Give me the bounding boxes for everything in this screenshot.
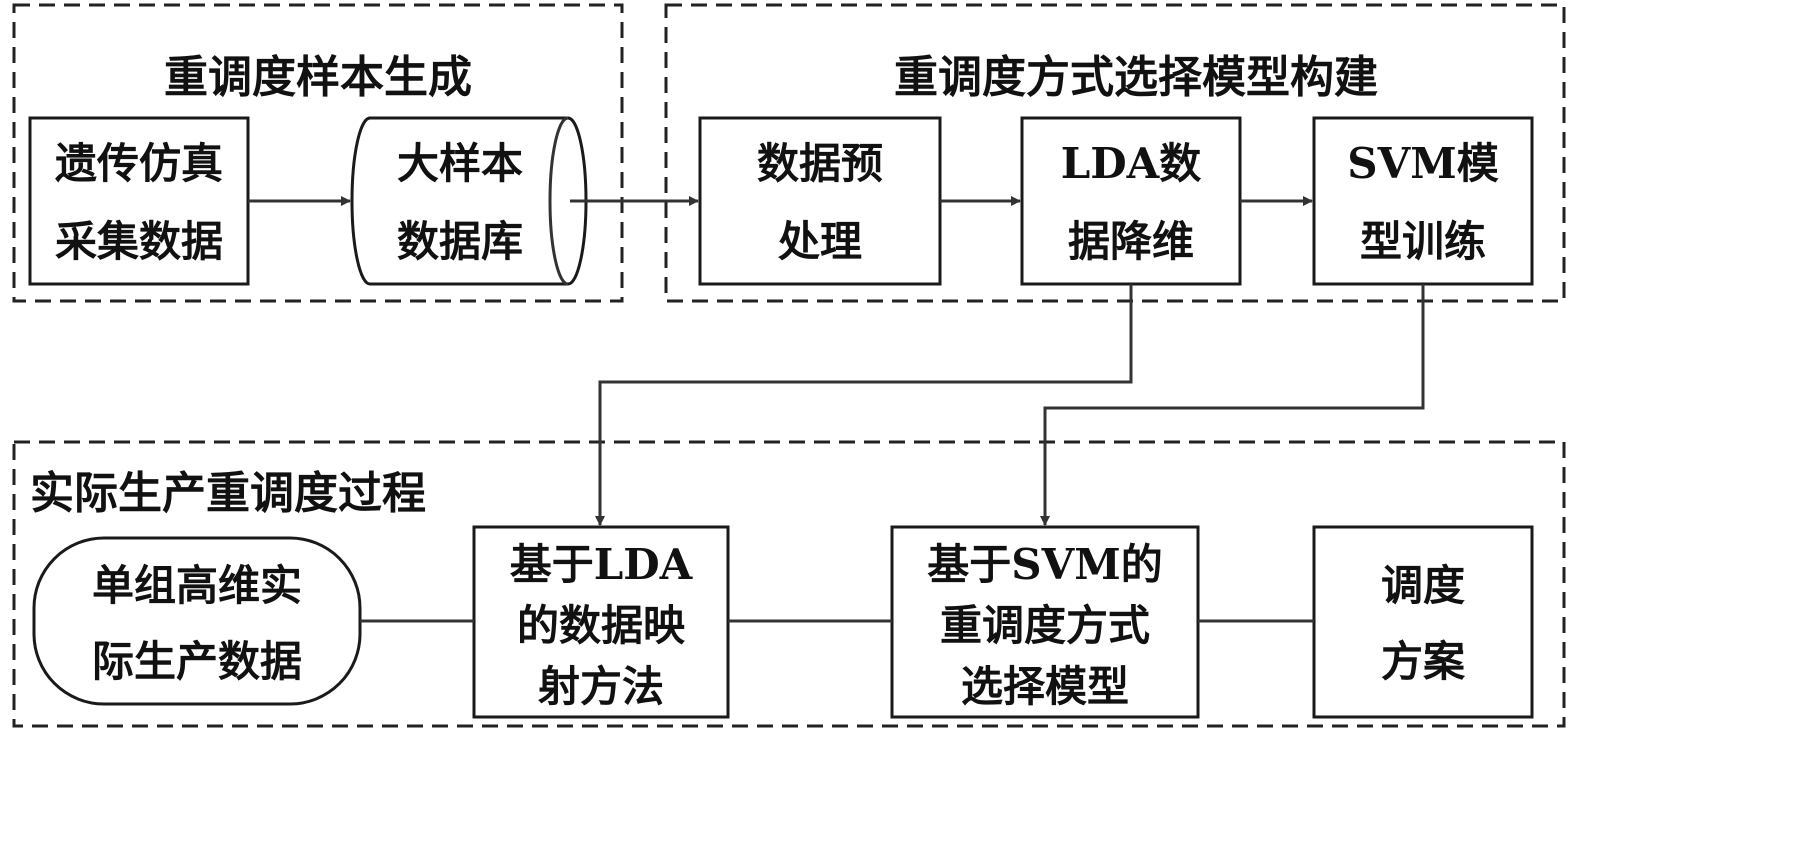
node-preprocess-line-2: 处理 bbox=[778, 217, 862, 266]
node-svm-select-box bbox=[890, 525, 1200, 719]
node-lda-mapping-box bbox=[472, 525, 730, 719]
node-svm-train-line-1: SVM模 bbox=[1347, 139, 1498, 188]
node-lda-mapping-line-2: 的数据映 bbox=[517, 601, 685, 650]
node-real-data-line-2: 际生产数据 bbox=[92, 637, 302, 686]
section-frame-sample-generation bbox=[12, 3, 624, 303]
node-lda-reduce-line-2: 据降维 bbox=[1068, 217, 1194, 266]
node-genetic-sim-line-2: 采集数据 bbox=[55, 217, 223, 266]
node-genetic-sim-line-1: 遗传仿真 bbox=[55, 139, 223, 188]
section-title-sample-generation: 重调度样本生成 bbox=[164, 52, 472, 103]
connector-svm-to-selection bbox=[1040, 284, 1425, 526]
node-schedule-plan-line-1: 调度 bbox=[1381, 561, 1465, 610]
node-preprocess-line-1: 数据预 bbox=[757, 139, 883, 188]
node-svm-select-line-3: 选择模型 bbox=[961, 662, 1129, 711]
node-schedule-plan-box bbox=[1312, 525, 1534, 719]
node-svm-select-line-1: 基于SVM的 bbox=[927, 540, 1162, 589]
node-sample-db-line-1: 大样本 bbox=[397, 139, 523, 188]
section-frame-production bbox=[12, 440, 1566, 728]
node-lda-reduce-line-1: LDA数 bbox=[1061, 139, 1202, 188]
node-preprocess-box bbox=[698, 116, 942, 286]
section-title-production: 实际生产重调度过程 bbox=[30, 468, 426, 519]
node-lda-reduce-box bbox=[1020, 116, 1242, 286]
section-frame-model-building bbox=[664, 3, 1566, 303]
node-genetic-sim-box bbox=[28, 116, 250, 286]
node-svm-train-line-2: 型训练 bbox=[1360, 217, 1486, 266]
node-lda-mapping-line-3: 射方法 bbox=[538, 662, 664, 711]
node-sample-db-line-2: 数据库 bbox=[397, 217, 523, 266]
node-lda-mapping-line-1: 基于LDA bbox=[510, 540, 694, 589]
node-svm-select-line-2: 重调度方式 bbox=[940, 601, 1150, 650]
node-real-data-line-1: 单组高维实 bbox=[92, 561, 302, 610]
node-svm-train-box bbox=[1312, 116, 1534, 286]
flow-diagram: 重调度样本生成 重调度方式选择模型构建 实际生产重调度过程 遗传仿真 采集数据 … bbox=[12, 3, 1566, 728]
section-title-model-building: 重调度方式选择模型构建 bbox=[894, 52, 1378, 103]
node-sample-db-front-arc bbox=[548, 116, 569, 286]
node-schedule-plan-line-2: 方案 bbox=[1381, 637, 1466, 686]
connector-lda-to-mapping bbox=[595, 284, 1133, 526]
